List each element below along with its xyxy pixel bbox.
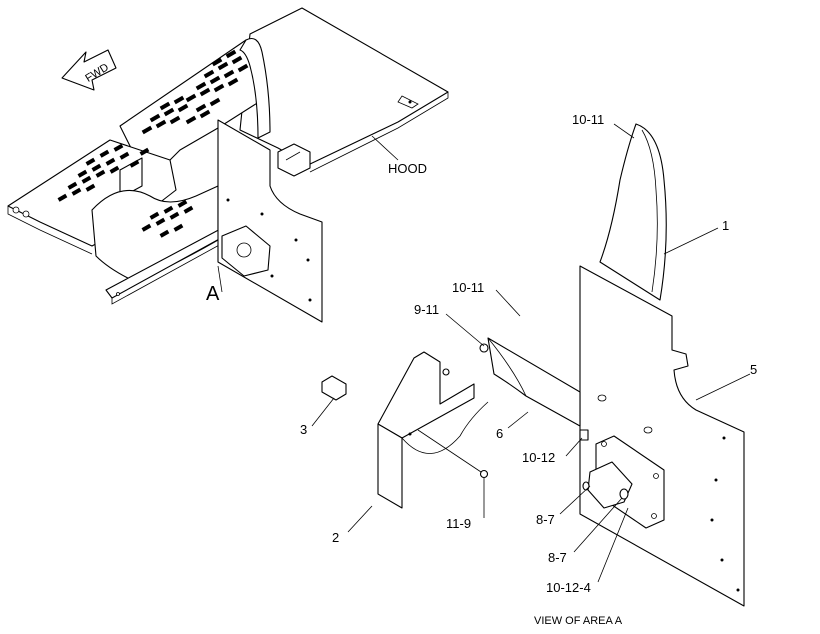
inner-panel-part-6 [487, 337, 581, 427]
side-panel-part-5 [579, 265, 745, 607]
label-5: 5 [750, 362, 757, 377]
upper-fender [239, 37, 271, 139]
overview-assembly: FWD HOOD [7, 7, 449, 323]
bolt-9-11 [479, 343, 489, 353]
fwd-label: FWD [83, 61, 111, 84]
fastener-10-12 [579, 429, 589, 441]
upper-grille-slots [141, 49, 249, 135]
label-1: 1 [722, 218, 729, 233]
leader-lines [217, 123, 751, 583]
clip-part-3 [321, 375, 347, 401]
label-9-11: 9-11 [414, 302, 439, 317]
hood-latch [277, 143, 311, 177]
detail-view: 10-11 1 10-11 9-11 5 3 6 10-12 11-9 8-7 … [217, 112, 757, 627]
fender-part-1 [599, 123, 667, 301]
lower-fender-slots [141, 199, 194, 238]
label-3: 3 [300, 422, 307, 437]
hood-panel [239, 7, 449, 166]
hood-label: HOOD [388, 161, 427, 176]
label-10-11-top: 10-11 [572, 112, 604, 127]
lower-grille-slots [57, 143, 150, 202]
label-11-9: 11-9 [446, 516, 471, 531]
bracket-part-2 [377, 351, 475, 439]
label-8-7-a: 8-7 [536, 512, 555, 527]
label-10-12-4: 10-12-4 [546, 580, 591, 595]
label-10-12: 10-12 [522, 450, 555, 465]
view-title: VIEW OF AREA A [534, 615, 623, 627]
area-label: A [206, 283, 220, 305]
label-8-7-b: 8-7 [548, 550, 567, 565]
label-2: 2 [332, 530, 339, 545]
bolt-11-9 [479, 469, 489, 479]
fwd-arrow-icon: FWD [61, 49, 117, 91]
label-10-11-mid: 10-11 [452, 280, 484, 295]
label-6: 6 [496, 426, 503, 441]
